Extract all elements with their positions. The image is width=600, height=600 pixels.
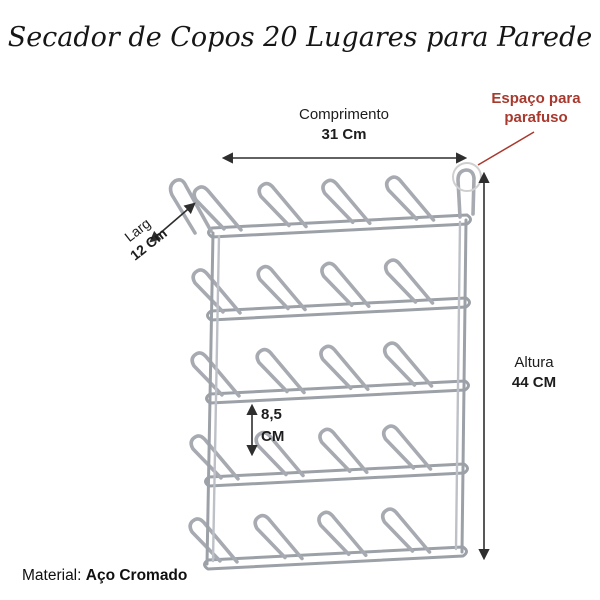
rack-wire bbox=[168, 178, 213, 235]
rack-wire bbox=[454, 220, 462, 551]
rack-wire bbox=[384, 175, 436, 222]
screw-note-pointer-line bbox=[477, 131, 535, 166]
height-dimension-label: Altura 44 CM bbox=[498, 353, 570, 392]
rack-wire bbox=[456, 168, 476, 219]
material-label-text: Material: bbox=[22, 567, 82, 584]
rack-wire bbox=[381, 424, 433, 471]
rack-wire bbox=[319, 344, 370, 392]
rack-wire bbox=[257, 181, 308, 229]
rack-wire bbox=[380, 507, 432, 554]
material-value-text: Aço Cromado bbox=[85, 567, 188, 584]
cup-dryer-rack-drawing bbox=[168, 168, 476, 571]
height-label-text: Altura bbox=[514, 354, 554, 371]
rack-wire bbox=[205, 231, 215, 566]
rack-wire bbox=[460, 218, 468, 554]
rack-wire bbox=[192, 185, 243, 232]
width-dimension-arrow bbox=[149, 202, 196, 243]
rack-wire bbox=[189, 434, 240, 481]
rack-wire bbox=[317, 510, 368, 558]
page-title: Secador de Copos 20 Lugares para Parede bbox=[7, 22, 593, 53]
hook-spacing-unit-text: CM bbox=[261, 427, 285, 445]
rack-wire bbox=[255, 347, 306, 395]
screw-space-note: Espaço para parafuso bbox=[478, 90, 594, 128]
rack-wire bbox=[188, 517, 239, 564]
material-line: Material: Aço Cromado bbox=[22, 566, 187, 586]
rack-wire bbox=[256, 264, 307, 312]
rack-wire bbox=[382, 341, 434, 388]
screw-note-line2: parafuso bbox=[504, 108, 568, 126]
rack-wire bbox=[203, 545, 468, 571]
rack-wire bbox=[211, 234, 221, 563]
rack-wire bbox=[321, 178, 372, 226]
rack-wire bbox=[383, 258, 435, 305]
length-dimension-label: Comprimento 31 Cm bbox=[244, 105, 444, 144]
height-value-text: 44 CM bbox=[511, 373, 557, 391]
rack-wire bbox=[191, 268, 242, 315]
length-label-text: Comprimento bbox=[298, 106, 390, 123]
length-value-text: 31 Cm bbox=[321, 125, 367, 143]
hook-spacing-value-text: 8,5 bbox=[261, 406, 282, 423]
rack-wire bbox=[318, 427, 369, 475]
rack-wire bbox=[190, 351, 241, 398]
rack-wire bbox=[320, 261, 371, 309]
rack-wire bbox=[253, 513, 304, 561]
screw-note-line1: Espaço para bbox=[491, 90, 581, 107]
hook-spacing-label: 8,5 CM bbox=[261, 404, 311, 448]
